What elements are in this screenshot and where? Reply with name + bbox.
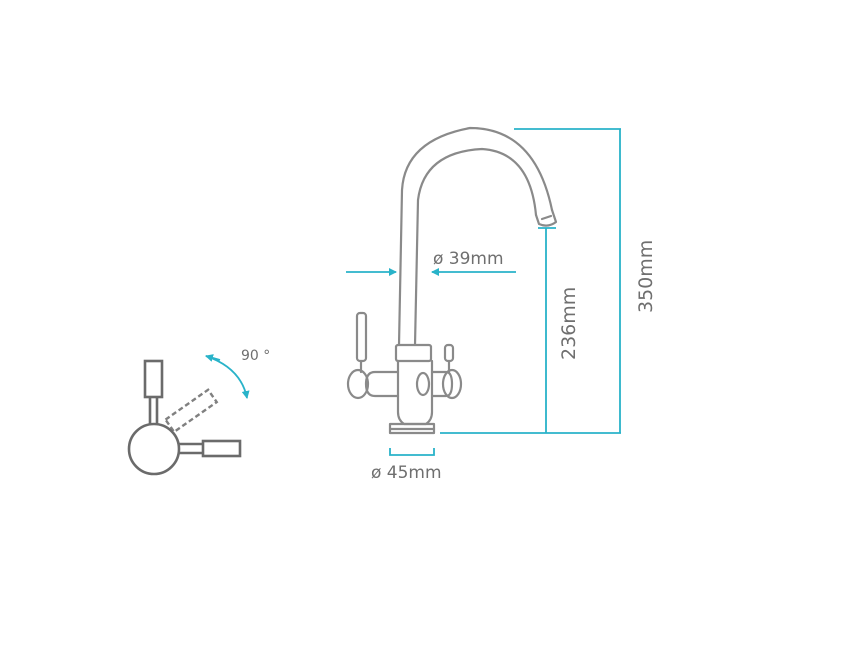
spout-inner-edge bbox=[413, 147, 538, 347]
body-collar bbox=[394, 343, 433, 363]
faucet-outline bbox=[346, 126, 558, 435]
left-lever bbox=[355, 311, 368, 363]
right-lever bbox=[443, 343, 455, 363]
total-height-label: 350mm bbox=[635, 240, 657, 313]
base-diameter-bracket bbox=[389, 448, 435, 456]
dimension-lines bbox=[346, 128, 621, 456]
left-valve-body bbox=[364, 370, 400, 398]
lever-rotation-detail: 90 ° bbox=[127, 348, 270, 476]
right-valve-cap bbox=[441, 368, 463, 400]
spout-outer-edge bbox=[397, 126, 554, 347]
spout-tip bbox=[534, 208, 558, 227]
spout-height-label: 236mm bbox=[558, 287, 580, 360]
rotation-label: 90 ° bbox=[241, 348, 270, 364]
lever-knob bbox=[127, 422, 181, 476]
left-valve-cap bbox=[346, 368, 370, 400]
lever-handle-rotated bbox=[163, 388, 219, 434]
lever-handle-vertical bbox=[143, 359, 164, 399]
lever-handle-horizontal bbox=[201, 439, 242, 458]
spout-diameter-label: ø 39mm bbox=[433, 249, 504, 269]
base-diameter-label: ø 45mm bbox=[371, 463, 442, 483]
